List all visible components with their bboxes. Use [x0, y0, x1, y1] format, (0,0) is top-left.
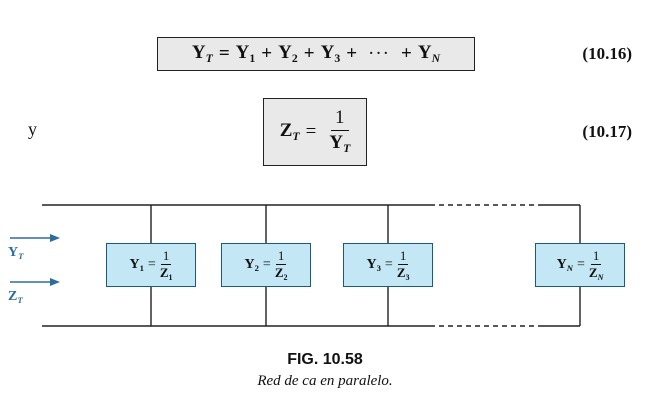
figure-title: FIG. 10.58 — [287, 351, 363, 368]
equation-number-10-17: (10.17) — [582, 122, 632, 141]
eq1-lhs: YT — [191, 41, 213, 66]
equation-10-16-box: YT = Y1 + Y2 + Y3 + ··· + YN — [157, 37, 475, 71]
total-impedance-label: ZT — [8, 289, 23, 306]
equation-10-17-box: ZT = 1 YT — [263, 98, 367, 166]
total-admittance-label: YT — [8, 245, 24, 262]
connector-word: y — [28, 119, 37, 139]
figure-caption: Red de ca en paralelo. — [257, 373, 393, 389]
eq2-fraction: 1 YT — [329, 107, 351, 156]
equation-number-10-16: (10.16) — [582, 44, 632, 63]
